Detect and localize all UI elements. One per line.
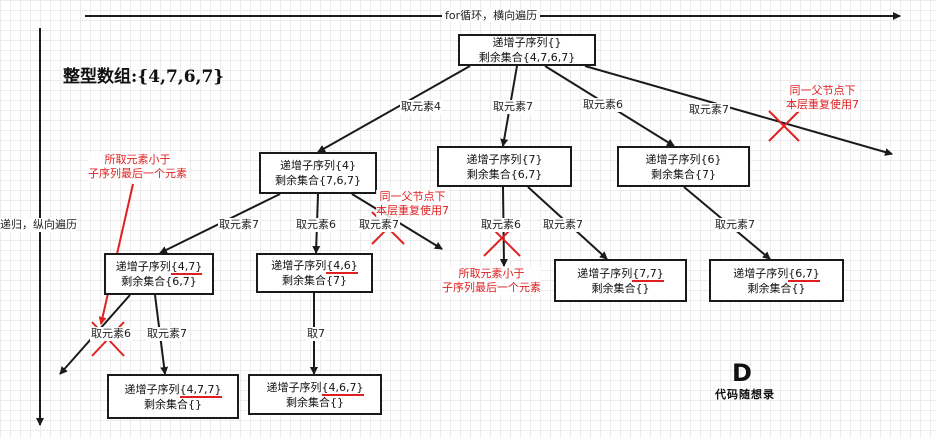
node-4-6-7-prefix: 递增子序列: [266, 380, 322, 394]
node-7-line2: 剩余集合{6,7}: [466, 167, 543, 181]
node-4-7-prefix: 递增子序列: [115, 260, 171, 273]
node-4-6-7-line2: 剩余集合{}: [286, 395, 344, 409]
node-4-7-7: 递增子序列{4,7,7} 剩余集合{}: [107, 374, 239, 419]
edge-root-7-pruned: [584, 65, 893, 156]
node-4-7-subsequence: {4,7}: [170, 260, 203, 275]
node-root-line2: 剩余集合{4,7,6,7}: [478, 51, 576, 64]
edge-label-n7-6: 取元素6: [480, 218, 522, 232]
node-7: 递增子序列{7} 剩余集合{6,7}: [437, 146, 572, 187]
node-4-7: 递增子序列{4,7} 剩余集合{6,7}: [104, 253, 214, 295]
edge-label-n47-6: 取元素6: [90, 327, 132, 341]
node-6-7: 递增子序列{6,7} 剩余集合{}: [709, 259, 844, 302]
node-6-7-prefix: 递增子序列: [733, 266, 789, 280]
node-4-6-line2: 剩余集合{7}: [282, 274, 347, 287]
node-4: 递增子序列{4} 剩余集合{7,6,7}: [259, 152, 377, 194]
node-4-6-7: 递增子序列{4,6,7} 剩余集合{}: [248, 374, 382, 415]
node-4-7-7-subsequence: {4,7,7}: [179, 382, 222, 398]
node-7-7-line2: 剩余集合{}: [591, 281, 650, 295]
edge-label-n47-7: 取元素7: [146, 327, 188, 341]
node-6-7-subsequence: {6,7}: [788, 266, 820, 282]
logo: D 代码随想录: [700, 359, 790, 404]
logo-mark: D: [732, 359, 752, 387]
edge-label-root-4: 取元素4: [400, 100, 442, 114]
edge-label-n6-7: 取元素7: [714, 218, 756, 232]
note-smaller-2: 所取元素小于 子序列最后一个元素: [442, 267, 541, 295]
node-4-6-subsequence: {4,6}: [326, 259, 358, 274]
node-6-line2: 剩余集合{7}: [651, 167, 716, 181]
edge-label-root-7b: 取元素7: [688, 103, 730, 117]
node-6: 递增子序列{6} 剩余集合{7}: [617, 146, 750, 187]
node-4-6-prefix: 递增子序列: [271, 259, 327, 272]
node-6-line1: 递增子序列{6}: [645, 152, 722, 166]
node-4-line1: 递增子序列{4}: [280, 159, 356, 172]
page-title: 整型数组:{4,7,6,7}: [63, 67, 225, 87]
edge-label-n4-7b: 取元素7: [358, 218, 400, 232]
node-4-6: 递增子序列{4,6} 剩余集合{7}: [256, 253, 373, 293]
logo-brand: 代码随想录: [715, 388, 775, 401]
note-smaller-1: 所取元素小于 子序列最后一个元素: [88, 153, 187, 181]
edge-label-root-7: 取元素7: [492, 100, 534, 114]
node-root-line1: 递增子序列{}: [492, 36, 562, 49]
node-4-7-line2: 剩余集合{6,7}: [121, 275, 197, 288]
horizontal-axis-label: for循环，横向遍历: [442, 9, 541, 23]
vertical-axis-label: 递归，纵向遍历: [0, 218, 77, 232]
node-4-7-7-line2: 剩余集合{}: [144, 397, 202, 411]
node-7-7-prefix: 递增子序列: [577, 266, 633, 280]
node-7-line1: 递增子序列{7}: [466, 152, 543, 166]
edge-label-n46-7: 取7: [306, 327, 326, 341]
edge-label-n7-7: 取元素7: [542, 218, 584, 232]
note-same-parent-2: 同一父节点下 本层重复使用7: [376, 190, 449, 218]
node-7-7-subsequence: {7,7}: [632, 266, 664, 282]
prune-cross-1: [768, 110, 800, 142]
node-4-line2: 剩余集合{7,6,7}: [275, 174, 361, 187]
node-root: 递增子序列{} 剩余集合{4,7,6,7}: [458, 34, 596, 66]
edge-label-n4-6: 取元素6: [295, 218, 337, 232]
edge-label-n4-7: 取元素7: [218, 218, 260, 232]
node-4-7-7-prefix: 递增子序列: [124, 382, 180, 396]
edge-root-4: [317, 65, 471, 153]
note-same-parent-1: 同一父节点下 本层重复使用7: [786, 84, 859, 112]
node-7-7: 递增子序列{7,7} 剩余集合{}: [554, 259, 687, 302]
edge-label-root-6: 取元素6: [582, 98, 624, 112]
node-4-6-7-subsequence: {4,6,7}: [321, 380, 364, 396]
node-6-7-line2: 剩余集合{}: [747, 281, 806, 295]
